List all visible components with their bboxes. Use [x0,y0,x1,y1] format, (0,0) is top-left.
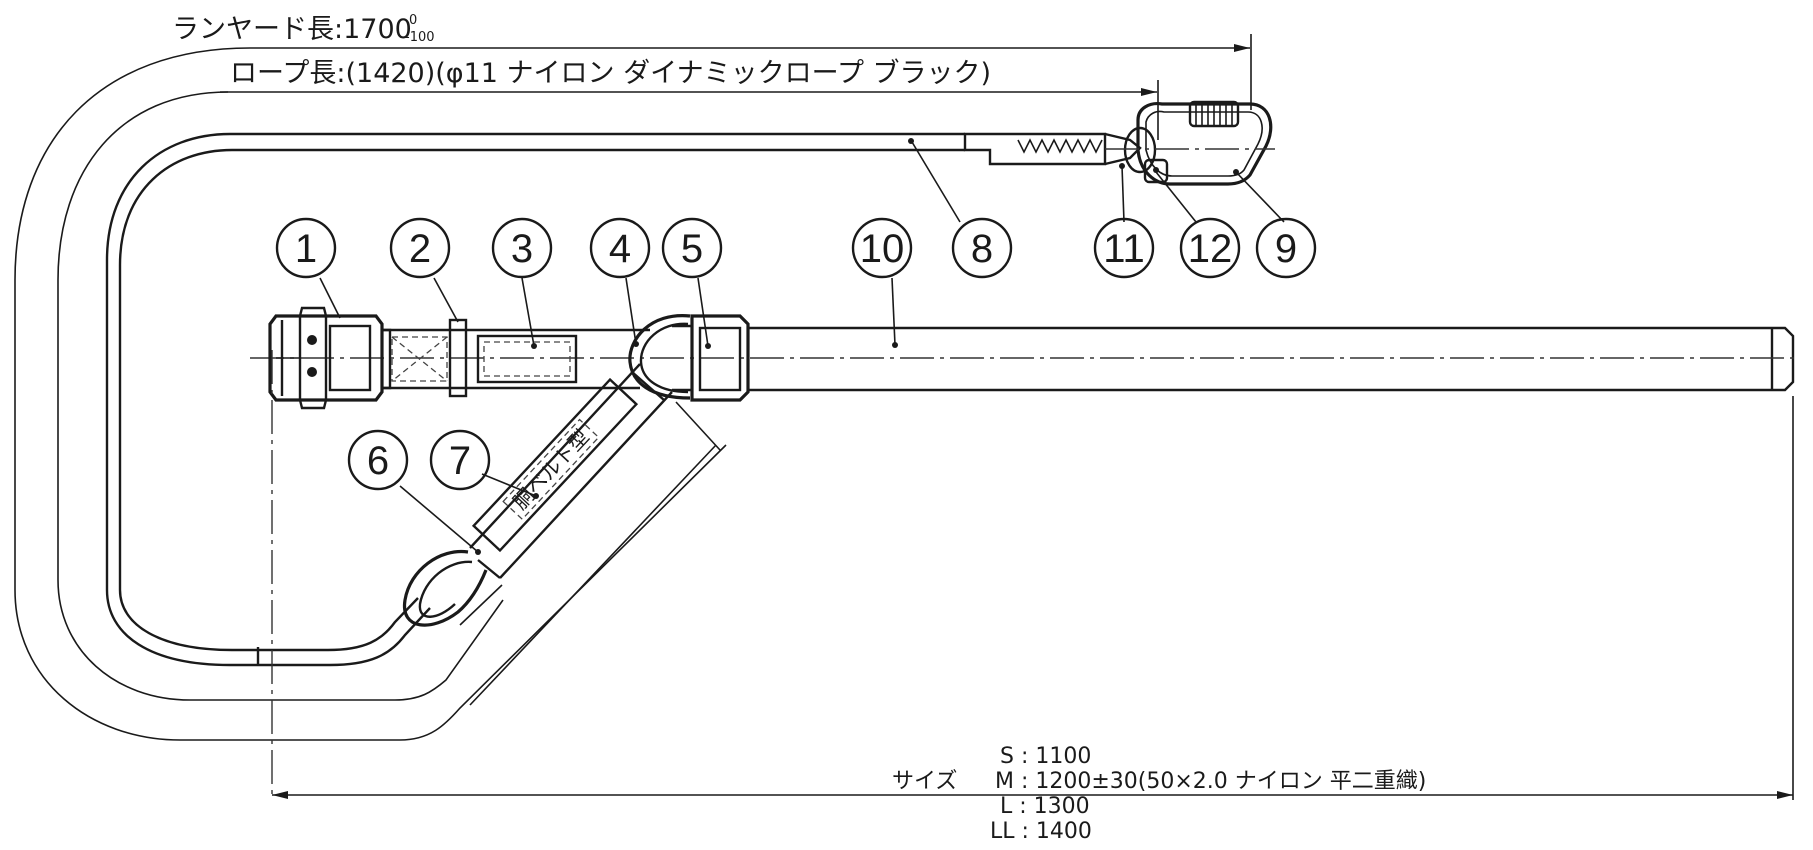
callout-11: 11 [1093,217,1155,279]
svg-text:11: 11 [1103,227,1145,271]
lanyard-length-label: ランヤード長:1700 [172,14,412,45]
d-ring [628,314,691,400]
strap-length-dimension [459,401,721,706]
svg-text:2: 2 [409,227,431,271]
callout-8: 8 [951,217,1013,279]
rope-route-outline [57,91,504,701]
svg-text:10: 10 [860,227,905,271]
rope-end-fitting [963,132,1142,166]
ring-keeper [672,314,750,402]
lanyard-tolerance-upper: 0 [409,13,417,28]
size-label: サイズ [892,769,957,794]
svg-text:12: 12 [1188,227,1233,271]
svg-text:6: 6 [367,439,389,483]
rope-length-label: ロープ長:(1420)(φ11 ナイロン ダイナミックロープ ブラック) [230,58,991,89]
callout-3: 3 [491,217,553,279]
callout-4: 4 [589,217,651,279]
callout-10: 10 [851,217,913,279]
size-dimension: S : 1100 サイズ M : 1200±30(50×2.0 ナイロン 平二重… [271,350,1794,844]
lanyard-envelope-outline [14,47,727,741]
callout-5: 5 [661,217,723,279]
size-l: L : 1300 [1000,794,1090,819]
svg-text:4: 4 [609,227,631,271]
callout-leaders [319,138,1285,555]
buckle [268,306,392,410]
svg-text:8: 8 [971,227,993,271]
size-m: M : 1200±30(50×2.0 ナイロン 平二重織) [995,769,1426,794]
rope [105,132,965,667]
svg-text:5: 5 [681,227,703,271]
callout-6: 6 [347,429,409,491]
lanyard-tolerance-lower: -100 [405,30,435,45]
callout-12: 12 [1179,217,1241,279]
svg-text:1: 1 [295,227,317,271]
size-ll: LL : 1400 [990,819,1092,844]
callout-bubbles: 1 2 3 4 5 10 8 11 [275,217,1317,491]
size-s: S : 1100 [1000,744,1091,769]
callout-1: 1 [275,217,337,279]
rope-length-dimension: ロープ長:(1420)(φ11 ナイロン ダイナミックロープ ブラック) [220,58,1159,140]
callout-2: 2 [389,217,451,279]
svg-text:9: 9 [1275,227,1297,271]
carabiner [1123,100,1273,186]
svg-text:3: 3 [511,227,533,271]
strap-left-section [382,318,650,398]
belt-marking-text: 胴ベルト型 [508,425,594,515]
lanyard-length-dimension: ランヤード長:1700 0 -100 [172,13,1252,110]
callout-9: 9 [1255,217,1317,279]
svg-text:7: 7 [449,439,471,483]
callout-7: 7 [429,429,491,491]
main-strap [748,326,1795,392]
